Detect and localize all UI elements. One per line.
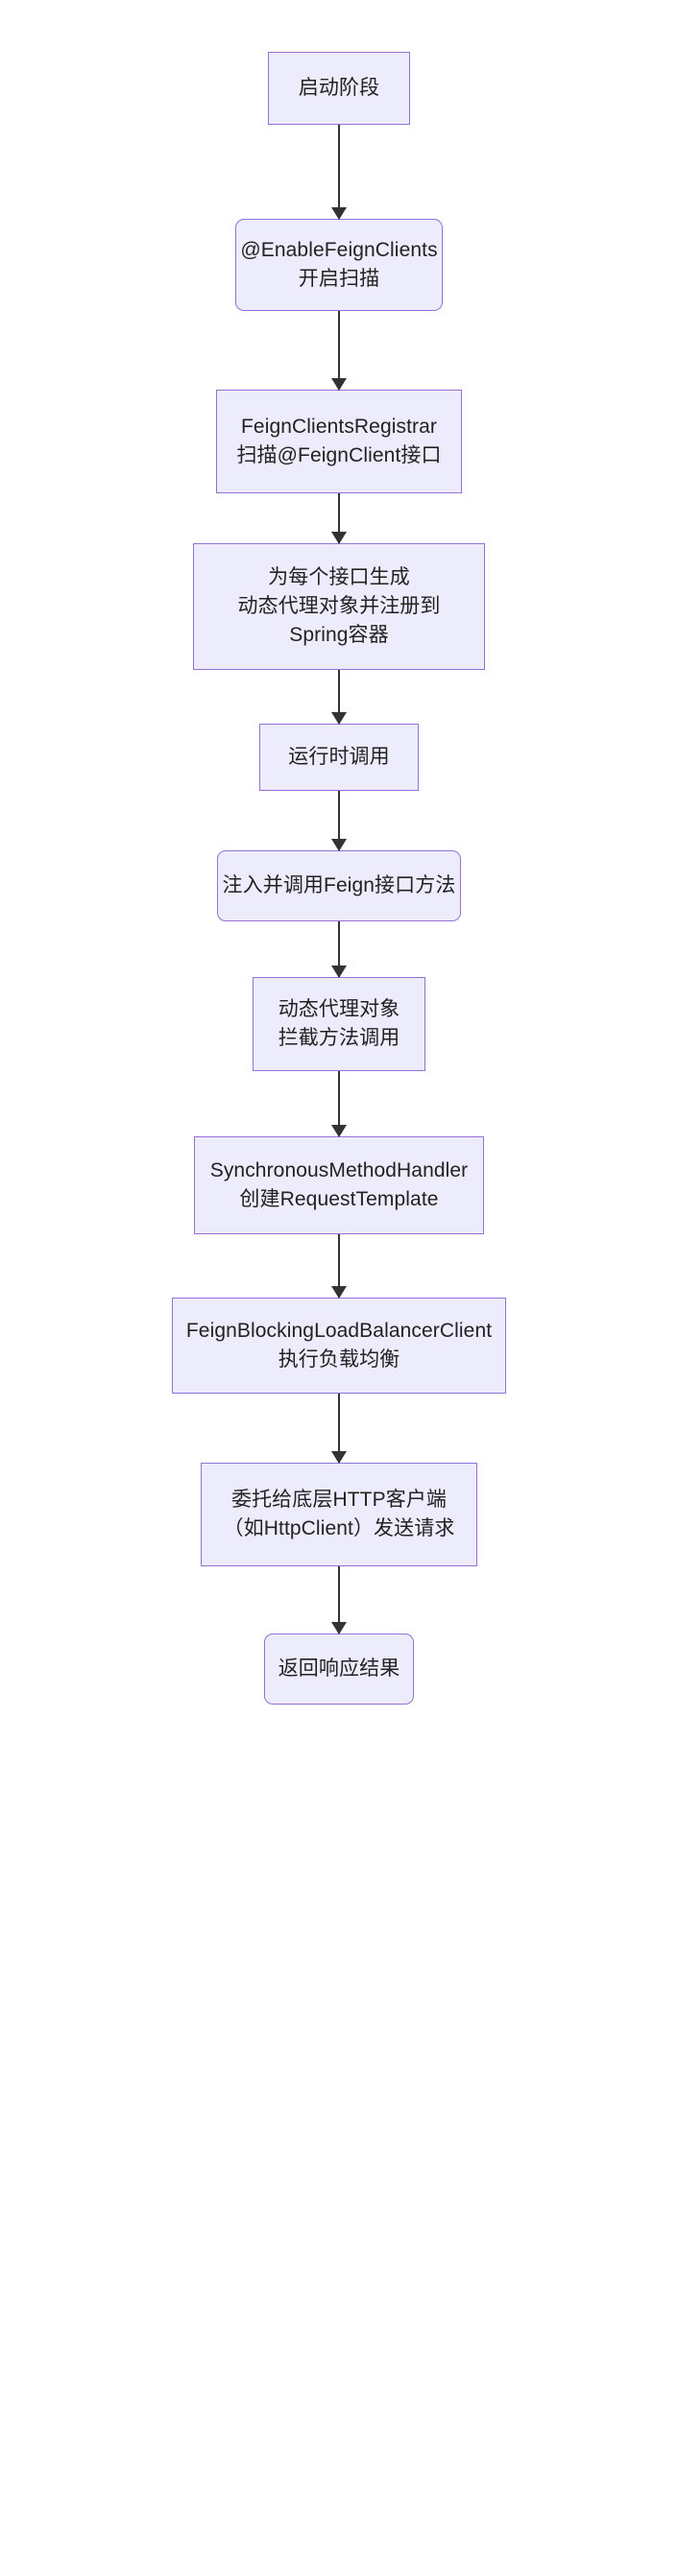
flow-edge-n8-n9 xyxy=(331,1234,347,1299)
flow-node-n9: FeignBlockingLoadBalancerClient 执行负载均衡 xyxy=(172,1298,506,1394)
flow-node-label: 动态代理对象并注册到 xyxy=(237,595,441,618)
flow-edge-n10-n11 xyxy=(331,1566,347,1634)
flow-node-n7: 动态代理对象拦截方法调用 xyxy=(253,977,425,1071)
flow-node-n3: FeignClientsRegistrar 扫描@FeignClient接口 xyxy=(216,390,462,493)
flow-edge-n5-n6 xyxy=(331,791,347,851)
flow-node-label: 动态代理对象 xyxy=(278,998,400,1021)
arrow-head-icon xyxy=(331,532,347,544)
arrow-head-icon xyxy=(331,1451,347,1464)
arrow-head-icon xyxy=(331,1622,347,1634)
arrow-head-icon xyxy=(331,712,347,725)
flow-node-label: 拦截方法调用 xyxy=(278,1027,400,1049)
arrow-head-icon xyxy=(331,207,347,220)
flow-node-label: 启动阶段 xyxy=(298,77,380,100)
flow-node-n5: 运行时调用 xyxy=(259,724,419,791)
flow-node-label: 返回响应结果 xyxy=(278,1658,400,1681)
flow-node-n10: 委托给底层HTTP客户端 （如HttpClient）发送请求 xyxy=(201,1463,477,1566)
flow-node-label: Spring容器 xyxy=(289,623,389,646)
flow-node-label: FeignClientsRegistrar xyxy=(241,416,438,439)
flow-node-label: 创建RequestTemplate xyxy=(239,1188,439,1210)
arrow-head-icon xyxy=(331,378,347,391)
flow-edge-n4-n5 xyxy=(331,670,347,725)
flow-node-n6: 注入并调用Feign接口方法 xyxy=(217,850,461,921)
arrow-head-icon xyxy=(331,1286,347,1299)
flow-node-n11: 返回响应结果 xyxy=(264,1634,414,1705)
flow-node-label: SynchronousMethodHandler xyxy=(209,1159,469,1182)
flow-node-label: FeignBlockingLoadBalancerClient xyxy=(185,1320,493,1343)
flow-node-label: 扫描@FeignClient接口 xyxy=(236,444,442,466)
flow-edge-n3-n4 xyxy=(331,493,347,544)
flow-node-n2: @EnableFeignClients 开启扫描 xyxy=(235,219,443,311)
flow-node-label: 运行时调用 xyxy=(288,746,390,769)
flow-node-label: 执行负载均衡 xyxy=(278,1348,400,1371)
flow-edge-n7-n8 xyxy=(331,1071,347,1137)
flow-edge-n9-n10 xyxy=(331,1394,347,1464)
flow-node-n4: 为每个接口生成动态代理对象并注册到 Spring容器 xyxy=(193,543,485,670)
flow-node-label: 为每个接口生成 xyxy=(268,566,410,589)
flow-node-label: 注入并调用Feign接口方法 xyxy=(222,874,456,897)
flow-edge-n1-n2 xyxy=(331,125,347,220)
flow-node-n8: SynchronousMethodHandler 创建RequestTemplat… xyxy=(194,1136,484,1234)
flow-node-label: @EnableFeignClients xyxy=(240,239,438,262)
arrow-head-icon xyxy=(331,839,347,851)
flow-node-label: （如HttpClient）发送请求 xyxy=(223,1517,455,1539)
arrow-head-icon xyxy=(331,966,347,978)
arrow-head-icon xyxy=(331,1125,347,1137)
flow-node-n1: 启动阶段 xyxy=(268,52,410,125)
flow-edge-n6-n7 xyxy=(331,921,347,978)
flow-node-label: 开启扫描 xyxy=(298,268,380,290)
flow-edge-n2-n3 xyxy=(331,311,347,391)
flow-node-label: 委托给底层HTTP客户端 xyxy=(230,1489,448,1512)
